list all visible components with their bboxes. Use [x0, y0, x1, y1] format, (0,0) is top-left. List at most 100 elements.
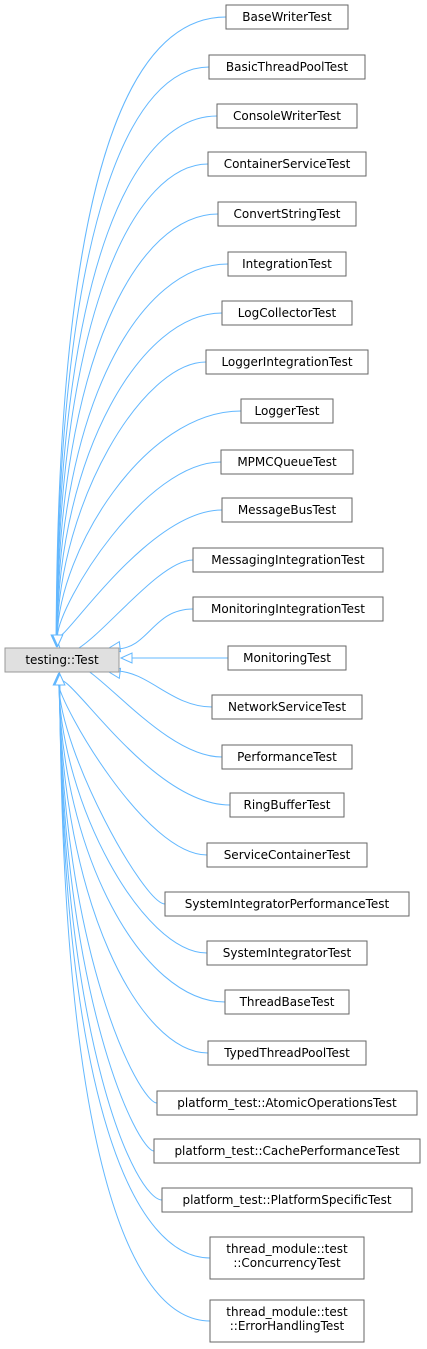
class-node-label: ConsoleWriterTest — [233, 109, 341, 123]
edge-platform-test-cacheperformancetest — [58, 683, 155, 1152]
edge-loggertest — [56, 410, 242, 637]
class-node-networkservicetest[interactable]: NetworkServiceTest — [211, 694, 363, 720]
class-node-typedthreadpooltest[interactable]: TypedThreadPoolTest — [207, 1040, 367, 1066]
class-node-box — [220, 449, 354, 475]
class-node-box — [206, 842, 368, 868]
class-node-box — [216, 103, 358, 129]
class-node-label: SystemIntegratorPerformanceTest — [185, 897, 390, 911]
class-node-label: MonitoringTest — [243, 651, 331, 665]
edge-mpmcqueuetest — [56, 461, 222, 637]
class-node-messagebustest[interactable]: MessageBusTest — [221, 497, 353, 523]
class-node-box — [206, 940, 368, 966]
class-node-label: MessageBusTest — [238, 503, 337, 517]
arrowhead-thread-module-test-errorhandlingtest — [54, 672, 66, 686]
class-node-box — [164, 891, 410, 917]
class-node-thread-module-test-concurrencytest[interactable]: thread_module::test::ConcurrencyTest — [209, 1236, 365, 1280]
root-node-label: testing::Test — [25, 653, 99, 667]
class-node-box — [207, 1040, 367, 1066]
class-node-label: ::ConcurrencyTest — [233, 1256, 341, 1270]
edge-systemintegratorperformancetest — [58, 683, 166, 905]
class-node-box — [227, 645, 347, 671]
class-node-box — [153, 1138, 421, 1164]
class-node-platform-test-cacheperformancetest[interactable]: platform_test::CachePerformanceTest — [153, 1138, 421, 1164]
edge-convertstringtest — [56, 213, 219, 637]
edge-performancetest — [57, 661, 223, 758]
class-node-monitoringtest[interactable]: MonitoringTest — [227, 645, 347, 671]
class-node-thread-module-test-errorhandlingtest[interactable]: thread_module::test::ErrorHandlingTest — [209, 1299, 365, 1343]
class-node-systemintegratortest[interactable]: SystemIntegratorTest — [206, 940, 368, 966]
class-node-box — [192, 547, 384, 573]
class-node-label: ServiceContainerTest — [224, 848, 351, 862]
class-node-threadbasetest[interactable]: ThreadBaseTest — [224, 989, 350, 1015]
class-node-label: MessagingIntegrationTest — [211, 553, 365, 567]
edge-platform-test-atomicoperationstest — [58, 683, 158, 1104]
class-node-label: LogCollectorTest — [238, 306, 337, 320]
class-node-box — [207, 151, 367, 177]
class-node-label: SystemIntegratorTest — [223, 946, 352, 960]
edge-threadbasetest — [58, 683, 226, 1003]
class-node-label: platform_test::PlatformSpecificTest — [182, 1193, 391, 1207]
class-node-platform-test-atomicoperationstest[interactable]: platform_test::AtomicOperationsTest — [156, 1090, 418, 1116]
class-node-label: thread_module::test — [226, 1242, 348, 1256]
class-node-box — [192, 596, 384, 622]
class-node-label: MonitoringIntegrationTest — [211, 602, 365, 616]
class-node-box — [209, 1299, 365, 1343]
class-node-box — [240, 398, 334, 424]
class-node-servicecontainertest[interactable]: ServiceContainerTest — [206, 842, 368, 868]
class-node-systemintegratorperformancetest[interactable]: SystemIntegratorPerformanceTest — [164, 891, 410, 917]
class-node-label: MPMCQueueTest — [237, 455, 337, 469]
class-node-loggerintegrationtest[interactable]: LoggerIntegrationTest — [205, 349, 369, 375]
class-node-messagingintegrationtest[interactable]: MessagingIntegrationTest — [192, 547, 384, 573]
edge-ringbuffertest — [57, 680, 231, 806]
class-node-label: thread_module::test — [226, 1305, 348, 1319]
class-node-basicthreadpooltest[interactable]: BasicThreadPoolTest — [208, 54, 366, 80]
arrowhead-monitoringtest — [119, 652, 133, 664]
class-node-consolewritertest[interactable]: ConsoleWriterTest — [216, 103, 358, 129]
class-node-label: platform_test::AtomicOperationsTest — [177, 1096, 397, 1110]
class-node-mpmcqueuetest[interactable]: MPMCQueueTest — [220, 449, 354, 475]
class-node-label: LoggerIntegrationTest — [221, 355, 352, 369]
edge-basewritertest — [55, 16, 227, 637]
edge-platform-test-platformspecifictest — [59, 683, 163, 1201]
class-node-box — [221, 744, 353, 770]
edge-containerservicetest — [56, 163, 209, 637]
class-node-box — [161, 1187, 413, 1213]
class-node-ringbuffertest[interactable]: RingBufferTest — [229, 792, 345, 818]
root-node-testing-test[interactable]: testing::Test — [4, 647, 120, 673]
edge-typedthreadpooltest — [58, 683, 209, 1054]
class-node-box — [205, 349, 369, 375]
edge-basicthreadpooltest — [55, 66, 210, 637]
class-node-box — [217, 201, 357, 227]
class-node-platform-test-platformspecifictest[interactable]: platform_test::PlatformSpecificTest — [161, 1187, 413, 1213]
edge-thread-module-test-errorhandlingtest — [59, 683, 211, 1322]
class-node-box — [229, 792, 345, 818]
class-node-label: ContainerServiceTest — [224, 157, 351, 171]
edge-servicecontainertest — [58, 683, 208, 856]
class-node-logcollectortest[interactable]: LogCollectorTest — [221, 300, 353, 326]
class-node-performancetest[interactable]: PerformanceTest — [221, 744, 353, 770]
class-node-convertstringtest[interactable]: ConvertStringTest — [217, 201, 357, 227]
class-node-box — [227, 251, 347, 277]
class-node-box — [208, 54, 366, 80]
class-node-label: PerformanceTest — [237, 750, 337, 764]
class-node-basewritertest[interactable]: BaseWriterTest — [225, 4, 349, 30]
edge-logcollectortest — [56, 312, 223, 637]
edge-consolewritertest — [55, 115, 218, 637]
class-node-label: NetworkServiceTest — [228, 700, 346, 714]
class-node-containerservicetest[interactable]: ContainerServiceTest — [207, 151, 367, 177]
class-node-label: LoggerTest — [255, 404, 320, 418]
class-node-integrationtest[interactable]: IntegrationTest — [227, 251, 347, 277]
class-node-box — [221, 300, 353, 326]
root-node-box — [4, 647, 120, 673]
edge-networkservicetest — [116, 670, 213, 708]
edge-loggerintegrationtest — [56, 361, 207, 637]
class-node-loggertest[interactable]: LoggerTest — [240, 398, 334, 424]
class-node-label: BasicThreadPoolTest — [226, 60, 348, 74]
edge-thread-module-test-concurrencytest — [59, 683, 211, 1259]
class-node-monitoringintegrationtest[interactable]: MonitoringIntegrationTest — [192, 596, 384, 622]
class-node-label: ConvertStringTest — [234, 207, 341, 221]
class-node-box — [224, 989, 350, 1015]
class-node-box — [211, 694, 363, 720]
edge-monitoringintegrationtest — [116, 608, 194, 650]
